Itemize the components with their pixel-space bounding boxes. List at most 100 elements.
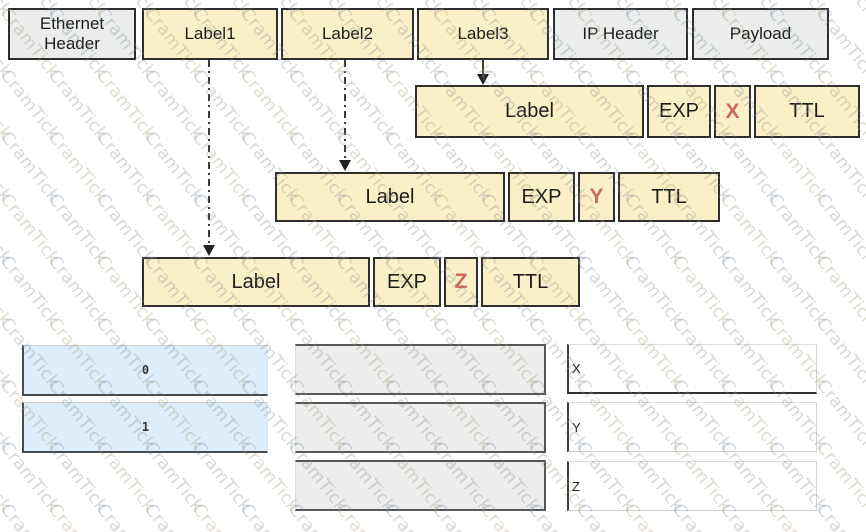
packet-cell-label3: Label3 [417,8,549,60]
watermark-text: CramTick [860,128,866,207]
packet-cell-ethernet-header: Ethernet Header [8,8,136,60]
watermark-text: CramTick [92,500,159,532]
format-label: Label [231,270,281,293]
watermark-text: CramTick [860,4,866,83]
drop-slot-1[interactable] [295,344,546,395]
format3-ttl-cell: TTL [481,257,580,307]
format2-label-cell: Label [275,172,505,222]
drag-option-value: 1 [141,420,150,434]
target-label-x: X [572,361,581,376]
watermark-text: CramTick [92,66,160,145]
watermark-text: CramTick [284,66,352,145]
watermark-text: CramTick [236,500,303,532]
format1-exp-cell: EXP [647,85,711,138]
format-exp: EXP [658,100,700,122]
format-exp: EXP [386,270,428,293]
format-field-y: Y [589,185,604,208]
drop-slot-2[interactable] [295,402,546,453]
watermark-text: CramTick [716,252,784,331]
format-ttl: TTL [651,185,687,208]
watermark-text: CramTick [0,128,64,207]
watermark-text: CramTick [860,500,866,532]
format3-label-cell: Label [142,257,370,307]
format-exp: EXP [521,185,562,208]
watermark-text: CramTick [0,128,16,207]
watermark-text: CramTick [812,128,866,207]
watermark-text: CramTick [44,252,112,331]
packet-cell-label: Label2 [321,24,374,44]
watermark-text: CramTick [812,252,866,331]
target-label-z: Z [572,478,580,494]
watermark-text: CramTick [188,500,255,532]
watermark-text: CramTick [620,252,688,331]
drag-option-0[interactable]: 0 [22,345,268,396]
watermark-text: CramTick [0,314,16,393]
watermark-text: CramTick [812,438,866,517]
watermark-text: CramTick [140,500,207,532]
watermark-text: CramTick [812,376,866,455]
watermark-text: CramTick [0,190,16,269]
watermark-text: CramTick [812,314,866,393]
watermark-text: CramTick [812,500,866,532]
watermark-text: CramTick [0,252,64,331]
format2-field-y-cell: Y [578,172,615,222]
watermark-text: CramTick [764,128,832,207]
watermark-text: CramTick [572,252,640,331]
packet-cell-ip-header: IP Header [553,8,688,60]
drag-option-value: 0 [141,363,150,377]
packet-cell-label: Label3 [457,24,509,44]
format-label: Label [505,100,554,122]
watermark-text: CramTick [0,66,16,145]
target-x[interactable]: X [567,344,817,394]
target-label-y: Y [572,419,581,435]
watermark-text: CramTick [860,0,866,20]
watermark-text: CramTick [860,66,866,145]
watermark-text: CramTick [0,500,63,532]
format-ttl: TTL [789,100,825,122]
watermark-text: CramTick [140,128,208,207]
watermark-text: CramTick [716,190,784,269]
watermark-text: CramTick [188,66,256,145]
format2-ttl-cell: TTL [618,172,720,222]
watermark-text: CramTick [236,66,304,145]
watermark-text: CramTick [0,252,16,331]
format2-exp-cell: EXP [508,172,575,222]
watermark-text: CramTick [860,252,866,331]
watermark-text: CramTick [764,252,832,331]
drag-option-1[interactable]: 1 [22,402,268,453]
watermark-text: CramTick [332,66,400,145]
format-label: Label [365,185,415,208]
packet-cell-label: Ethernet Header [39,14,105,53]
target-z[interactable]: Z [567,461,817,511]
watermark-text: CramTick [140,66,208,145]
watermark-text: CramTick [44,128,112,207]
watermark-text: CramTick [764,190,832,269]
watermark-text: CramTick [860,438,866,517]
format-ttl: TTL [512,270,549,293]
watermark-text: CramTick [0,190,64,269]
watermark-text: CramTick [668,252,736,331]
packet-cell-payload: Payload [692,8,829,60]
format1-label-cell: Label [415,85,644,138]
packet-cell-label: IP Header [582,24,659,44]
watermark-text: CramTick [716,128,784,207]
arrow-line-from-label3 [482,60,484,74]
watermark-text: CramTick [860,190,866,269]
target-y[interactable]: Y [567,402,817,452]
format3-exp-cell: EXP [373,257,441,307]
arrow-head-to-row3 [203,245,215,256]
arrow-line-from-label1 [208,60,210,245]
format-field-z: Z [454,270,468,293]
watermark-text: CramTick [44,190,112,269]
watermark-text: CramTick [44,66,112,145]
watermark-text: CramTick [860,314,866,393]
watermark-text: CramTick [92,128,160,207]
watermark-text: CramTick [812,190,866,269]
format3-field-z-cell: Z [444,257,478,307]
watermark-text: CramTick [0,500,15,532]
drop-slot-3[interactable] [295,460,546,511]
packet-cell-label: Payload [729,24,792,44]
format-field-x: X [725,99,740,123]
packet-cell-label: Label1 [184,24,236,44]
